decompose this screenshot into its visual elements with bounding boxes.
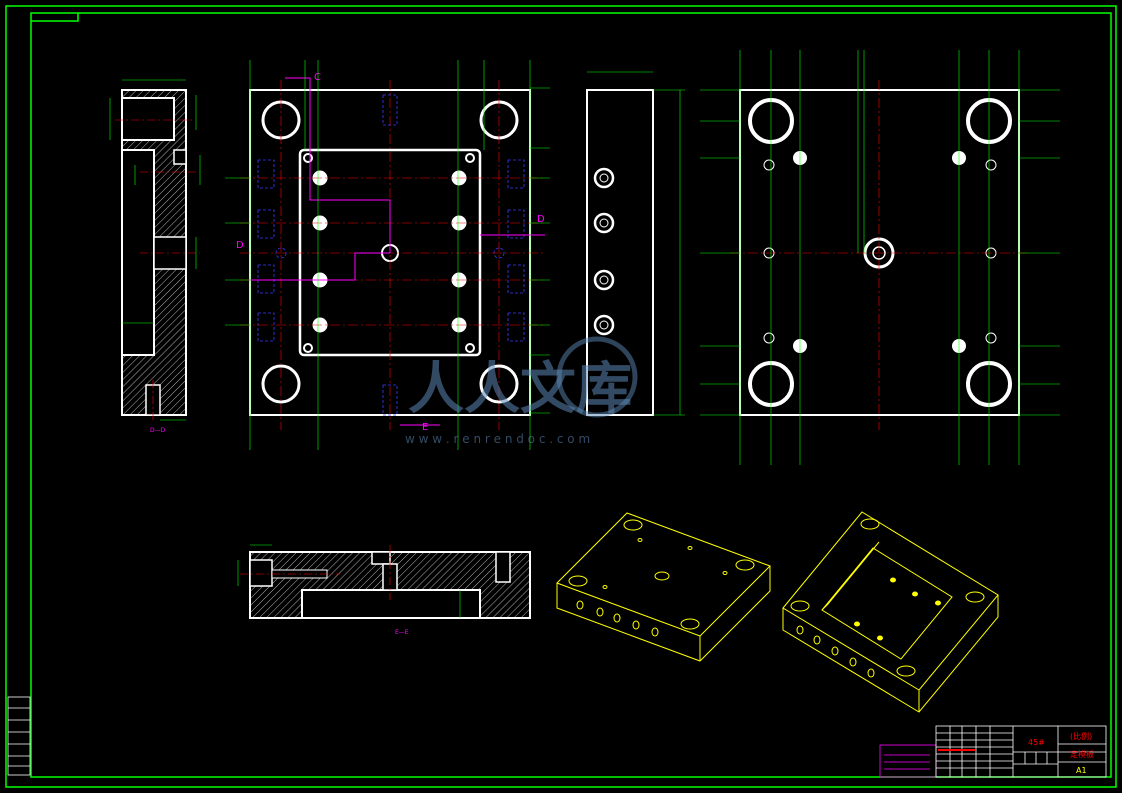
- watermark-brand: 人人文库: [408, 357, 632, 422]
- binding-strip: [7, 696, 31, 776]
- isometric-view-left: [556, 512, 771, 662]
- left-view-caption: D—D: [150, 427, 166, 434]
- drawing-frame: [5, 5, 1117, 788]
- technical-notes-box: [879, 744, 937, 778]
- bottom-view-caption: E—E: [395, 629, 409, 636]
- title-block-scale-label: (比例): [1070, 731, 1092, 741]
- watermark: 人人文库 w w w . r e n r e n d o c . c o m: [405, 336, 638, 446]
- title-block-sheet-size: A1: [1076, 766, 1087, 775]
- isometric-view-right: [782, 511, 999, 713]
- side-view: [586, 71, 685, 416]
- bottom-section-view: E—E: [237, 544, 531, 636]
- section-marker-c: C: [314, 72, 321, 83]
- title-block: 45# (比例) 定模板 A1: [935, 725, 1107, 778]
- section-marker-e: E: [422, 422, 428, 433]
- main-plan-view: C D D E: [225, 60, 550, 450]
- section-marker-d-right: D: [537, 214, 545, 225]
- title-block-material: 45#: [1028, 738, 1045, 747]
- section-marker-d-left: D: [236, 240, 244, 251]
- watermark-url: w w w . r e n r e n d o c . c o m: [405, 432, 590, 446]
- left-section-view: D—D: [109, 79, 201, 434]
- title-block-drawing-name: 定模板: [1070, 749, 1094, 759]
- renrendoc-logo-icon: [556, 336, 638, 418]
- right-plan-view: [700, 50, 1060, 465]
